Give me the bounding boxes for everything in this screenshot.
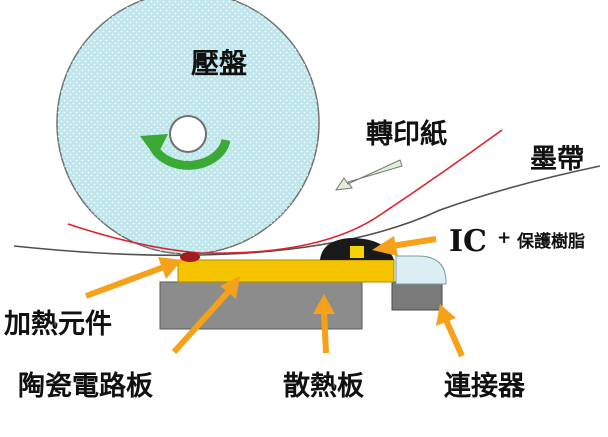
- connector-label: 連接器: [444, 371, 526, 402]
- connector-cap: [395, 255, 447, 285]
- ink-ribbon-label: 墨帶: [530, 144, 584, 175]
- platen-axle: [169, 115, 207, 153]
- heat-sink-label: 散熱板: [283, 371, 364, 402]
- heating-element: [180, 252, 200, 262]
- arrow-to-heating-element: [84, 257, 182, 299]
- arrow-to-ic: [372, 236, 437, 256]
- platen-label: 壓盤: [191, 47, 248, 80]
- ink-ribbon-line: [13, 165, 601, 257]
- ceramic-board-label: 陶瓷電路板: [18, 370, 153, 402]
- transfer-paper-label: 轉印紙: [366, 118, 447, 150]
- arrow-to-connector: [436, 304, 465, 358]
- feed-direction-arrow-icon: [334, 159, 403, 191]
- arrow-to-heat-sink: [313, 294, 335, 354]
- rotation-arrow-icon: [140, 134, 231, 170]
- ic-chip: [350, 246, 364, 258]
- heating-element-label: 加熱元件: [4, 309, 112, 340]
- pointer-arrows: [84, 236, 465, 358]
- platen-roller: [56, 0, 320, 255]
- arrow-to-ceramic-board: [171, 276, 240, 355]
- heat-sink: [159, 281, 363, 330]
- connector: [391, 281, 443, 311]
- ic-label: IC: [449, 224, 487, 259]
- ceramic-board: [177, 259, 395, 283]
- ic-plus-label: +: [497, 228, 511, 248]
- protective-resin-label: 保護樹脂: [516, 231, 585, 252]
- transfer-paper-line: [67, 129, 503, 255]
